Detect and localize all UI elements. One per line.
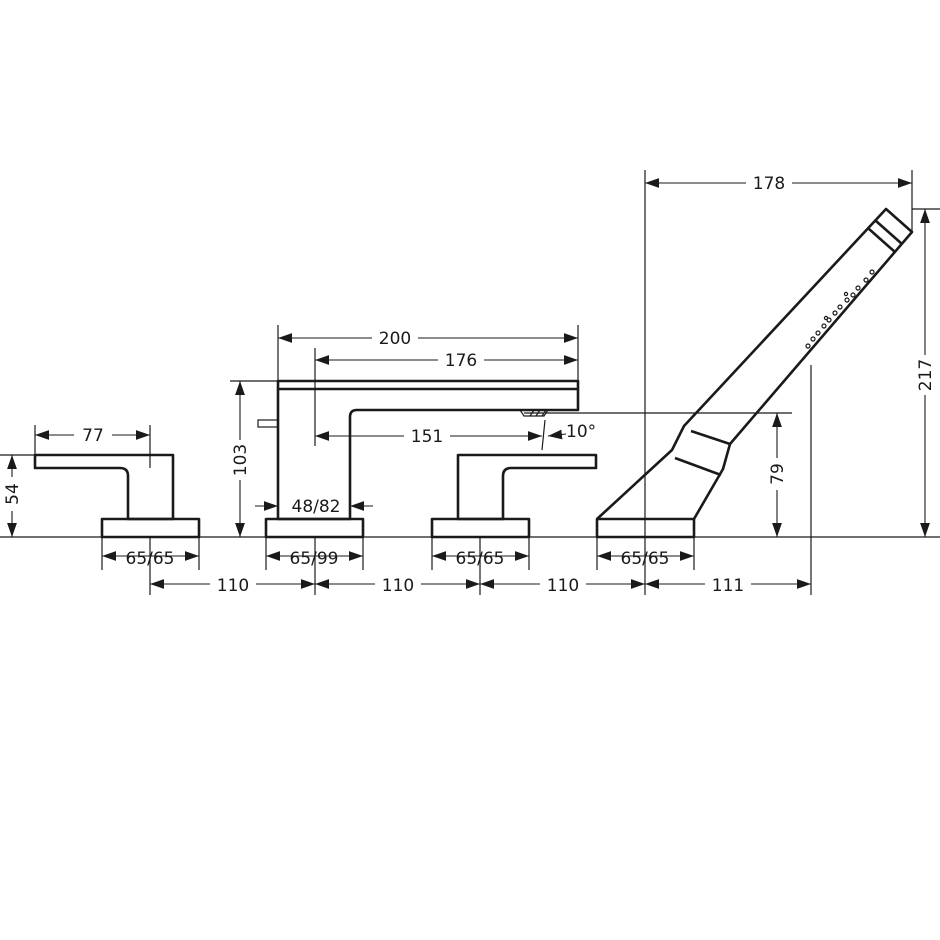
dim-spacing-2: 110	[382, 576, 414, 596]
dim-spacing-1: 110	[217, 576, 249, 596]
dim-base-left: 65/65	[126, 549, 175, 569]
dim-spout-height: 103	[231, 444, 251, 476]
spray-nozzles	[805, 269, 875, 349]
dim-spacing-4: 111	[712, 576, 744, 596]
dim-spout-body: 48/82	[292, 497, 341, 517]
dimension-lines	[7, 178, 930, 589]
hand-shower	[595, 207, 914, 539]
dim-base-shower: 65/65	[621, 549, 670, 569]
dim-spacing-3: 110	[547, 576, 579, 596]
dim-handle-left-width: 77	[82, 426, 104, 446]
dim-shower-holder-height: 79	[768, 463, 788, 485]
dim-shower-height: 217	[916, 359, 936, 391]
dim-spout-outlet: 176	[445, 351, 477, 371]
bath-spout	[257, 379, 580, 539]
left-handle	[33, 425, 201, 539]
dim-base-spout: 65/99	[290, 549, 339, 569]
dim-base-mid: 65/65	[456, 549, 505, 569]
dim-spout-angle: 10°	[566, 422, 596, 442]
middle-handle	[430, 453, 598, 539]
dim-spout-length: 200	[379, 329, 411, 349]
dim-spout-reach: 151	[411, 427, 443, 447]
extension-lines	[0, 170, 940, 595]
dimension-labels: 77 54 65/65 200 176 103 151 10° 48/82 65…	[1, 172, 936, 596]
dim-handle-left-height: 54	[3, 483, 23, 505]
dim-shower-width: 178	[753, 174, 785, 194]
